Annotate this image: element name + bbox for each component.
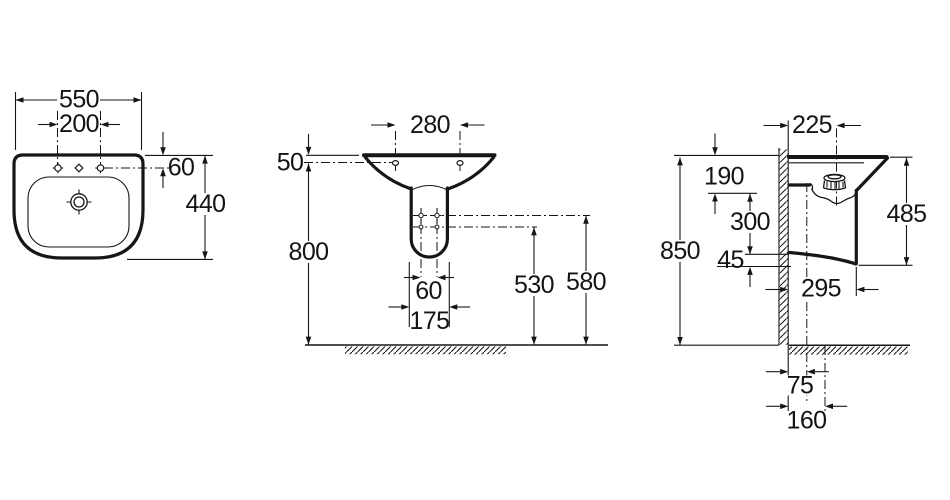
arrowhead <box>806 368 815 375</box>
dim-label-wall-to-drain: 160 <box>787 407 827 435</box>
arrowhead <box>531 336 537 345</box>
arrowhead <box>202 155 208 164</box>
dim-label-hem-drop: 45 <box>717 246 744 274</box>
front-view: 280 50 800 60 175 530 580 <box>277 111 608 355</box>
arrowhead <box>780 403 789 410</box>
arrowhead <box>856 286 865 293</box>
arrowhead <box>583 215 589 224</box>
dim-label-fixing-to-floor: 800 <box>289 238 329 266</box>
arrowhead <box>100 121 109 128</box>
arrowhead <box>712 193 718 202</box>
tap-profile <box>810 173 858 205</box>
floor-hatch <box>789 346 908 355</box>
arrowhead <box>49 121 58 128</box>
arrowhead <box>401 304 410 310</box>
arrowhead <box>412 274 421 281</box>
arrowhead <box>780 286 789 293</box>
arrowhead <box>747 246 753 255</box>
arrowhead <box>836 122 845 129</box>
label-backing <box>787 375 814 396</box>
arrowhead <box>531 227 537 236</box>
plan-view: 550 200 60 440 <box>12 86 227 260</box>
fixing-hole-right <box>456 160 464 167</box>
arrowhead <box>305 336 312 345</box>
dim-label-wall-to-inlet: 75 <box>787 372 814 400</box>
label-backing <box>800 277 842 300</box>
dim-label-floor-to-lower-outlet: 530 <box>514 271 554 299</box>
dim-label-rim-to-ledge: 190 <box>704 163 744 191</box>
arrowhead <box>133 97 142 103</box>
label-backing <box>729 211 771 233</box>
outlet-target-marks <box>416 208 442 234</box>
label-backing <box>885 203 928 225</box>
dim-label-overall-width: 550 <box>59 86 99 114</box>
arrowhead <box>747 266 753 275</box>
label-backing <box>513 274 555 296</box>
dim-label-rim-to-hem: 485 <box>887 200 927 228</box>
arrowhead <box>15 97 24 103</box>
arrowhead <box>780 368 789 375</box>
pedestal-top-arc <box>411 184 448 191</box>
arrowhead <box>825 403 833 410</box>
basin-outer-outline <box>12 153 145 260</box>
basin-underside-left <box>363 155 413 191</box>
arrowhead <box>305 163 312 172</box>
basin-underside-right <box>446 155 496 191</box>
arrowhead <box>305 146 312 155</box>
fixing-hole-left <box>391 160 400 167</box>
dim-label-fixing-spacing: 280 <box>410 111 450 139</box>
label-backing <box>184 193 227 215</box>
arrowhead <box>780 122 789 129</box>
arrowhead <box>449 304 458 310</box>
basin-inner-outline <box>27 176 130 248</box>
dim-label-rim-height: 850 <box>660 237 700 265</box>
label-backing <box>287 241 330 263</box>
arrowhead <box>903 157 910 166</box>
dim-label-rim-to-fixing: 50 <box>277 149 304 177</box>
arrowhead <box>460 122 468 128</box>
dim-label-ledge-to-hem: 300 <box>730 208 770 236</box>
arrowhead <box>747 193 753 202</box>
drain-inner-circle <box>73 196 85 208</box>
arrowhead <box>677 157 683 166</box>
label-backing <box>565 271 607 293</box>
basin-underside-slope <box>854 156 890 193</box>
dim-label-outlet-spacing: 60 <box>415 277 442 305</box>
wall-hatch <box>779 149 789 345</box>
pedestal-bottom-hem <box>787 250 858 266</box>
arrowhead <box>437 274 446 281</box>
dim-label-rim-to-taps: 60 <box>168 154 195 182</box>
arrowhead <box>387 122 396 128</box>
arrowhead <box>677 337 683 345</box>
arrowhead <box>160 168 166 177</box>
arrowhead <box>712 147 718 156</box>
ledge-step <box>809 182 814 190</box>
dim-label-tap-spacing: 200 <box>59 110 99 138</box>
semi-pedestal-outline <box>409 186 449 259</box>
dim-label-wall-to-front: 295 <box>801 275 841 303</box>
side-view: 225 190 300 45 485 850 295 75 160 <box>659 111 928 435</box>
arrowhead <box>903 257 910 266</box>
drain-outer-circle <box>70 193 88 211</box>
arrowhead <box>160 147 166 156</box>
dim-label-pedestal-width: 175 <box>410 307 450 335</box>
dim-label-floor-to-upper-outlet: 580 <box>566 268 606 296</box>
floor-hatch <box>345 346 506 355</box>
label-backing <box>659 240 701 262</box>
tap-hole-center-diamond <box>74 163 84 173</box>
tap-hole-right <box>96 164 105 172</box>
arrowhead <box>202 251 208 260</box>
tap-hole-left <box>54 164 62 172</box>
dim-label-wall-to-tap: 225 <box>792 111 832 139</box>
arrowhead <box>583 336 589 345</box>
dim-label-depth: 440 <box>186 190 226 218</box>
